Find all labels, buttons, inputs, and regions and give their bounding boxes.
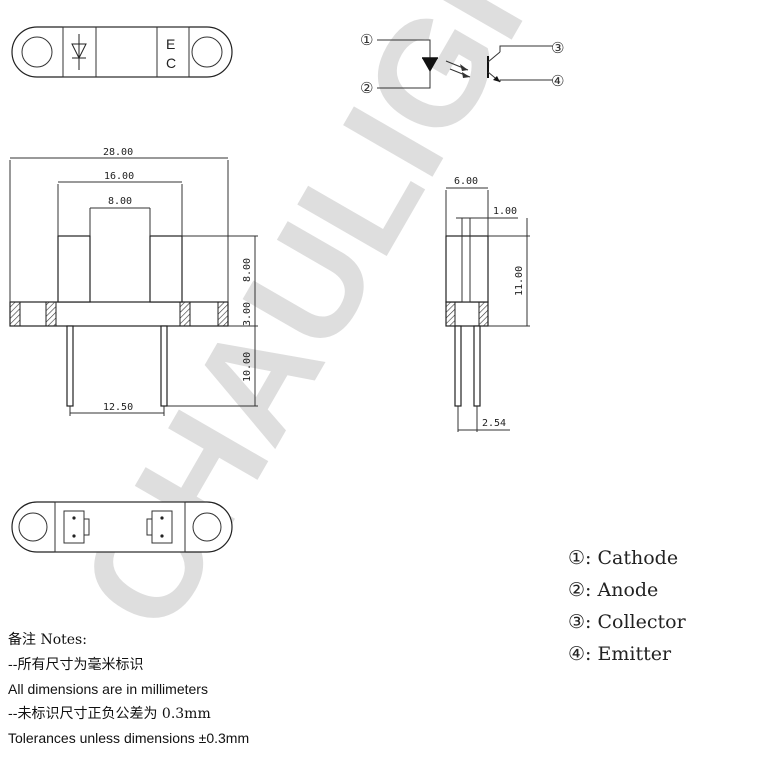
dim-side-pin-width: 1.00 (493, 206, 517, 217)
pin-1-marker: ① (360, 31, 373, 49)
emitter-mark: E (166, 36, 175, 52)
notes-line-4: Tolerances unless dimensions ±0.3mm (8, 730, 250, 746)
pin-legend-label: : Anode (585, 579, 659, 601)
pin-legend-emitter: ④: Emitter (568, 638, 686, 670)
dim-slot-width: 8.00 (108, 196, 132, 207)
side-view: 6.00 1.00 11.00 2.54 (445, 176, 530, 432)
pin-legend-anode: ②: Anode (568, 574, 686, 606)
pin-legend-cathode: ①: Cathode (568, 542, 686, 574)
watermark: CHAULIGHT (47, 0, 634, 656)
notes-line-2: All dimensions are in millimeters (8, 681, 208, 697)
pin-legend-label: : Emitter (585, 643, 672, 665)
dim-gap-outer: 16.00 (104, 171, 134, 182)
schematic: ① ② ③ ④ (360, 31, 564, 97)
pin-legend-symbol: ③ (568, 611, 586, 633)
dim-side-pin-pitch: 2.54 (482, 418, 506, 429)
pin-legend-collector: ③: Collector (568, 606, 686, 638)
dim-side-width: 6.00 (454, 176, 478, 187)
diode-mark-icon (71, 34, 87, 70)
pin-legend-label: : Collector (585, 611, 686, 633)
front-view: 28.00 16.00 8.00 8.00 3.00 10.00 12.50 (9, 147, 258, 416)
bottom-view (11, 501, 233, 553)
pin-4-marker: ④ (551, 72, 564, 90)
dim-overall-width: 28.00 (103, 147, 133, 158)
dim-tower-height: 8.00 (242, 258, 253, 282)
pin-legend: ①: Cathode ②: Anode ③: Collector ④: Emit… (568, 542, 686, 670)
top-view: E C (11, 26, 233, 78)
notes-block: 备注 Notes: --所有尺寸为毫米标识 All dimensions are… (8, 628, 249, 751)
collector-mark: C (166, 55, 176, 71)
pin-3-marker: ③ (551, 39, 564, 57)
dim-base-height: 3.00 (242, 302, 253, 326)
phototransistor-symbol-icon (487, 51, 501, 83)
pin-legend-symbol: ① (568, 547, 586, 569)
pin-legend-symbol: ④ (568, 643, 586, 665)
notes-line-1: --所有尺寸为毫米标识 (8, 656, 144, 673)
led-symbol-icon (422, 57, 438, 72)
pin-2-marker: ② (360, 79, 373, 97)
notes-heading: 备注 Notes: (8, 632, 87, 648)
notes-line-3: --未标识尺寸正负公差为 0.3mm (8, 705, 211, 722)
pin-legend-label: : Cathode (585, 547, 679, 569)
light-arrows-icon (445, 60, 471, 78)
dim-lead-spacing: 12.50 (103, 402, 133, 413)
pin-legend-symbol: ② (568, 579, 586, 601)
dim-lead-length: 10.00 (242, 352, 253, 382)
dim-side-height: 11.00 (514, 266, 525, 296)
